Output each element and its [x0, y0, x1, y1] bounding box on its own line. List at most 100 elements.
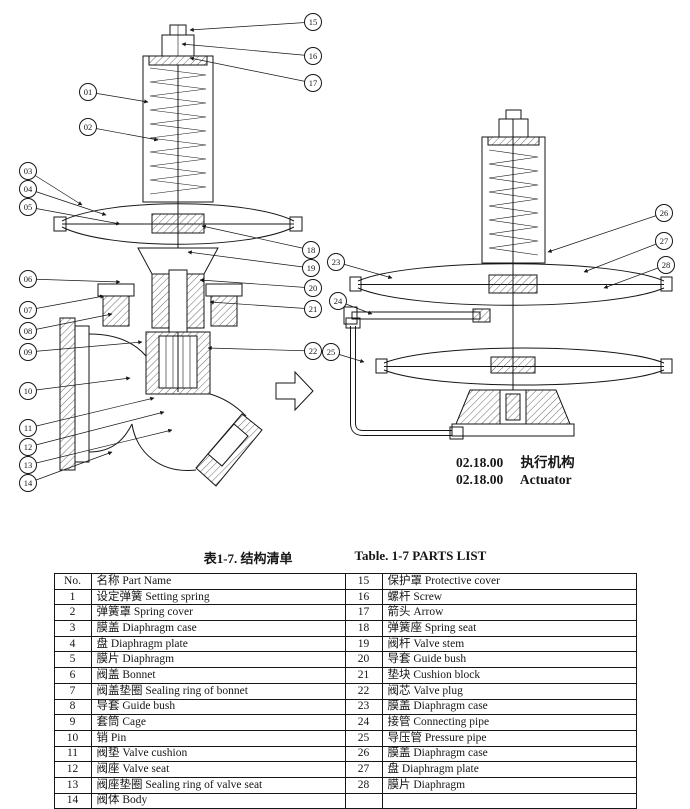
callout-leader-line: [335, 261, 393, 279]
callout-balloon: [19, 322, 37, 340]
callout-leader-line: [189, 21, 314, 32]
callout-number: 16: [309, 51, 318, 61]
part-no-cell: 19: [344, 635, 383, 653]
table-title-cn: 表1-7. 结构清单: [203, 551, 293, 566]
callout-22: 22: [207, 342, 322, 360]
callout-balloon: [304, 74, 322, 92]
part-no-cell: 14: [53, 792, 92, 809]
callout-20: 20: [199, 278, 322, 297]
callout-27: 27: [583, 232, 673, 273]
callout-balloon: [322, 343, 340, 361]
protective-cover: [161, 24, 195, 57]
assembly-code: 02.18.00: [456, 472, 504, 487]
callout-number: 01: [84, 87, 93, 97]
part-name-cell: 膜盖 Diaphragm case: [90, 620, 346, 637]
callout-balloon: [302, 241, 320, 259]
actuator-caption-en: 02.18.00 Actuator: [456, 471, 575, 488]
part-no-cell: 2: [53, 604, 92, 622]
callout-06: 06: [19, 270, 121, 288]
part-name-cell: 接管 Connecting pipe: [381, 714, 637, 731]
part-name-cell: 导压管 Pressure pipe: [381, 729, 637, 747]
part-name-cell: 箭头 Arrow: [381, 604, 637, 622]
flow-arrow-icon: [275, 370, 314, 412]
callout-number: 25: [327, 347, 336, 357]
callout-leader-line: [27, 376, 131, 392]
callout-14: 14: [19, 451, 113, 492]
assembly-code: 02.18.00: [456, 455, 504, 470]
callout-number: 02: [84, 122, 93, 132]
part-no-cell: 13: [53, 776, 92, 794]
callout-01: 01: [79, 83, 149, 104]
callout-08: 08: [19, 312, 113, 340]
part-name-cell: 膜盖 Diaphragm case: [381, 698, 637, 716]
callout-15: 15: [189, 13, 322, 32]
callout-balloon: [327, 253, 345, 271]
callout-leader-line: [27, 206, 121, 226]
callout-04: 04: [19, 180, 107, 216]
part-no-cell: 18: [344, 620, 383, 637]
part-name-cell: 保护罩 Protective cover: [381, 573, 637, 590]
callout-number: 19: [307, 263, 316, 273]
pressure-pipe: [345, 317, 464, 440]
callout-leader-line: [27, 396, 155, 429]
callout-balloon: [657, 256, 675, 274]
part-name-cell: 阀杆 Valve stem: [381, 635, 637, 653]
callout-number: 03: [24, 166, 33, 176]
part-no-cell: 8: [53, 698, 92, 716]
callout-17: 17: [189, 56, 322, 92]
callout-leader-line: [27, 294, 105, 311]
callout-leader-line: [27, 170, 83, 206]
callout-11: 11: [19, 396, 155, 437]
callout-number: 09: [24, 347, 33, 357]
callout-number: 11: [24, 423, 32, 433]
part-name-cell: 销 Pin: [90, 729, 346, 747]
callout-number: 13: [24, 460, 33, 470]
part-no-cell: 15: [344, 573, 383, 590]
callout-leader-line: [27, 340, 143, 353]
part-name-cell: 弹簧座 Spring seat: [381, 620, 637, 637]
callout-leader-line: [199, 278, 314, 289]
callout-balloon: [19, 438, 37, 456]
valve-body: [59, 317, 263, 487]
part-no-cell: 22: [344, 682, 383, 700]
part-no-cell: 5: [53, 651, 92, 669]
assembly-name-en: Actuator: [519, 472, 572, 487]
part-name-cell: 阀芯 Valve plug: [381, 682, 637, 700]
actuator-caption: 02.18.00 执行机构 02.18.00 Actuator: [456, 454, 575, 488]
part-no-cell: 17: [344, 604, 383, 622]
part-no-cell: 24: [344, 714, 383, 731]
actuator-caption-cn: 02.18.00 执行机构: [456, 454, 575, 471]
callout-balloon: [329, 292, 347, 310]
callout-leader-line: [187, 250, 312, 269]
part-name-cell: 套筒 Cage: [90, 714, 346, 731]
part-name-cell: 导套 Guide bush: [381, 651, 637, 669]
callout-number: 21: [309, 304, 318, 314]
part-name-cell: 阀盖 Bonnet: [90, 667, 346, 684]
actuator-base: [451, 389, 575, 437]
callout-number: 27: [660, 236, 669, 246]
callout-balloon: [19, 456, 37, 474]
part-name-cell: 膜盖 Diaphragm case: [381, 745, 637, 763]
part-name-cell: 膜片 Diaphragm: [90, 651, 346, 669]
actuator-lower-diaphragm-case: [375, 347, 673, 386]
part-no-cell: 16: [344, 588, 383, 606]
part-name-cell: 阀体 Body: [90, 792, 346, 809]
part-name-cell: 膜片 Diaphragm: [381, 776, 637, 794]
actuator-upper-diaphragm-case: [349, 263, 673, 306]
callout-leader-line: [209, 300, 314, 310]
actuator-drawing: [343, 109, 673, 440]
callout-balloon: [19, 343, 37, 361]
callout-balloon: [79, 83, 97, 101]
part-name-cell: 阀座 Valve seat: [90, 761, 346, 778]
callout-number: 05: [24, 202, 33, 212]
part-name-cell: 垫块 Cushion block: [381, 667, 637, 684]
